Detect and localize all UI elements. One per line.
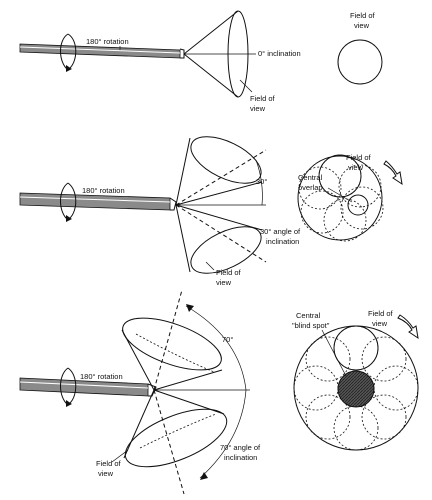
fov-leader	[239, 79, 253, 93]
view-cone-upper	[175, 136, 263, 206]
inclination-label-line2: inclination	[224, 453, 257, 462]
blind-spot-leader	[321, 329, 347, 377]
end-view-circle	[337, 39, 383, 85]
rotation-arrow-icon	[60, 367, 77, 407]
overlap-label-line1: Central	[298, 173, 323, 182]
fov-label-line2: view	[250, 104, 266, 113]
end-view-rosette	[293, 325, 419, 451]
overlap-label-line2: overlap	[298, 183, 323, 192]
inclination-label: 0° inclination	[258, 49, 301, 58]
panel-0-degree: 180° rotation 0° inclination Field of vi…	[19, 10, 383, 113]
endoscope-shaft	[19, 192, 177, 211]
endoscope-shaft	[19, 43, 185, 59]
rotation-label: 180° rotation	[82, 186, 125, 195]
fov-label-line1: Field of	[250, 94, 276, 103]
angle-arc	[255, 159, 263, 206]
rotation-arrow-icon	[60, 33, 77, 72]
end-view-rosette	[297, 154, 384, 242]
fov-label-line1: Field of	[216, 268, 242, 277]
overlap-leader	[327, 187, 353, 203]
side-fov-label-line2: view	[348, 163, 364, 172]
inclination-label-line1: 70° angle of	[220, 443, 261, 452]
rotation-direction-arrow-icon	[383, 160, 403, 186]
rotation-direction-arrow-icon	[397, 314, 419, 340]
side-fov-label-line1: Field of	[368, 309, 394, 318]
view-axis-lower	[175, 204, 267, 263]
panel-30-degree: 180° rotation 30° 30° angle of inclinati…	[19, 136, 403, 287]
fov-label-line2: view	[98, 469, 114, 478]
view-cone-upper	[121, 317, 223, 391]
angle-arc	[185, 305, 247, 479]
view-axis-upper	[175, 149, 267, 206]
view-cone-lower	[175, 204, 263, 274]
angle-arrow-bottom-icon	[200, 472, 208, 480]
rotation-label: 180° rotation	[80, 372, 123, 381]
rotation-label: 180° rotation	[86, 37, 129, 46]
inclination-label-line2: inclination	[266, 237, 299, 246]
blind-spot-label-line1: Central	[296, 311, 321, 320]
blind-spot-label-line2: "blind spot"	[292, 321, 330, 330]
view-cone-lower	[123, 389, 228, 468]
side-fov-label-line2: view	[354, 21, 370, 30]
fov-leader	[205, 261, 215, 271]
panel-70-degree: 180° rotation 70° 70° angle of inclinati…	[19, 289, 419, 495]
angle-label: 30°	[256, 177, 267, 186]
side-fov-label-line1: Field of	[350, 11, 376, 20]
inclination-label-line1: 30° angle of	[260, 227, 301, 236]
view-axis-upper	[153, 289, 183, 391]
view-cone	[183, 10, 256, 98]
fov-leader	[111, 449, 129, 463]
fov-label-line1: Field of	[96, 459, 122, 468]
view-axis-lower	[153, 389, 185, 495]
side-fov-label-line2: view	[372, 319, 388, 328]
side-fov-label-line1: Field of	[346, 153, 372, 162]
fov-label-line2: view	[216, 278, 232, 287]
rotation-arrow-icon	[60, 182, 77, 222]
angle-label: 70°	[222, 335, 233, 344]
blind-spot	[337, 370, 375, 408]
angle-arrow-top-icon	[186, 304, 194, 312]
